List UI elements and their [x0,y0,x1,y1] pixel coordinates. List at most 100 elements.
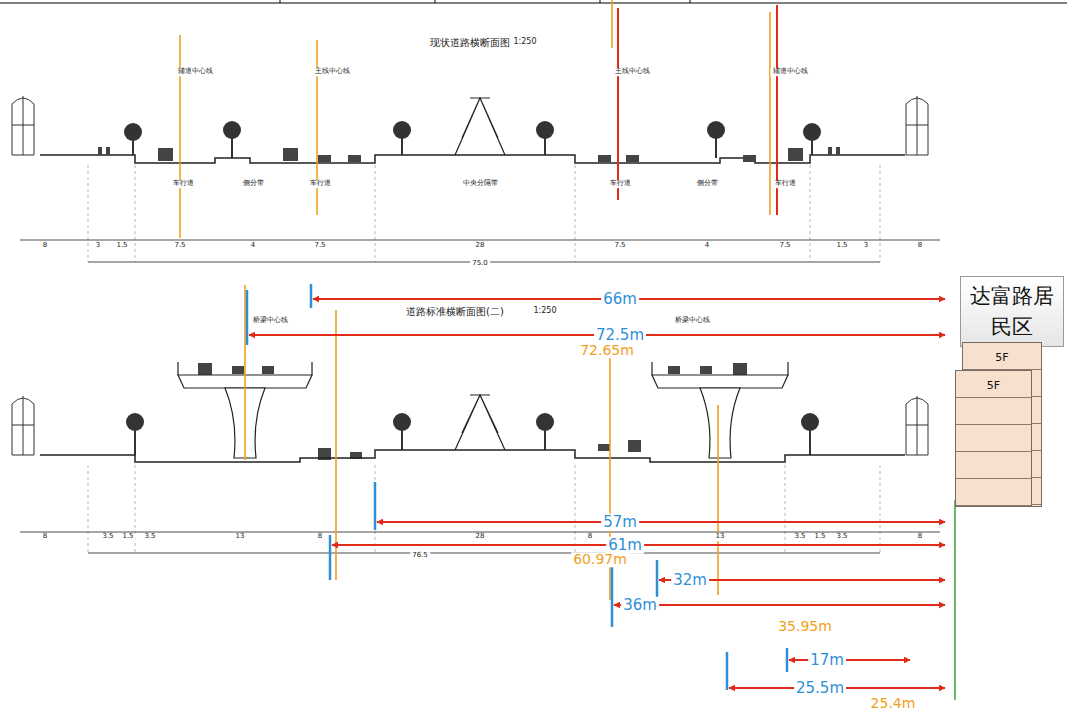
width-dimension: 7.5 [612,242,627,250]
distance-label: 25.4m [869,696,918,711]
width-dimension: 4 [703,242,711,250]
dimension-line [20,240,940,241]
distance-arrow [377,521,945,523]
floor-count: 5F [984,378,1003,394]
dimension-line [88,553,880,554]
lane-label: 车行道 [171,180,196,188]
bridge-deck [178,362,788,458]
tree [809,428,811,455]
lane-label: 车行道 [608,180,633,188]
width-dimension: 1.5 [812,533,827,541]
width-dimension: 1.5 [114,242,129,250]
width-dimension: 8 [586,533,594,541]
distance-label: 60.97m [571,552,629,567]
lane-label: 中央分隔带 [461,180,500,188]
width-dimension: 3.5 [100,533,115,541]
bridge-deck [652,375,788,388]
distance-label: 72.65m [578,343,636,358]
vehicle [626,155,639,162]
reference-line [717,405,719,595]
road-surface [40,450,905,462]
bridge-deck [700,388,740,458]
centerline-label: 主线中心线 [313,68,352,76]
width-dimension: 3 [862,242,870,250]
vehicle [598,444,610,451]
tree [401,136,403,155]
width-dimension: 3.5 [142,533,157,541]
boundary-line [375,165,376,262]
distance-label: 66m [601,291,639,308]
width-dimension: 7.5 [312,242,327,250]
distance-label: 17m [808,652,846,669]
frame-line [0,0,1067,3]
reference-line [769,12,771,215]
width-dimension: 3.5 [792,533,807,541]
boundary-line [880,165,881,262]
scale-note: 1:250 [511,38,538,47]
vehicle [262,366,274,374]
total-dimension: 76.5 [410,552,430,560]
vehicle [283,148,298,161]
section-title: 道路标准横断面图(二) [404,306,506,317]
vehicle [106,147,110,155]
vehicle [668,366,680,374]
vehicle [198,363,212,375]
width-dimension: 8 [41,242,49,250]
vehicle [743,155,756,162]
distance-tick [329,535,332,580]
scale-note: 1:250 [531,307,558,316]
vehicle [348,155,361,162]
lane-label: 车行道 [773,180,798,188]
reference-line [316,40,318,215]
tree [811,138,813,155]
vehicle [836,147,840,155]
distance-tick [726,652,729,690]
distance-label: 57m [601,514,639,531]
width-dimension: 3 [94,242,102,250]
frame-line [435,0,436,3]
lane-label: 侧分带 [695,180,720,188]
centerline-label: 主线中心线 [613,68,652,76]
boundary-line [785,465,786,553]
frame-line [0,3,1067,4]
boundary-line [375,465,376,553]
lane-label: 车行道 [308,180,333,188]
width-dimension: 1.5 [120,533,135,541]
vehicle [628,440,641,452]
vehicle [700,366,712,374]
boundary-line [135,165,136,262]
frame-line [690,0,691,3]
reference-line [244,285,246,460]
centerline-label: 桥梁中心线 [673,317,712,325]
vehicle [598,155,611,162]
section-title: 现状道路横断面图 [428,37,512,48]
distance-tick [247,284,787,690]
boundary-line [88,165,89,262]
tree [231,136,233,158]
tree [544,136,546,155]
distance-tick [310,284,313,308]
width-dimension: 8 [41,533,49,541]
width-dimension: 7.5 [172,242,187,250]
annotation-box: 达富路居民区 [960,276,1064,347]
area-name: 达富路居民区 [965,281,1059,342]
vehicle [98,147,102,155]
width-dimension: 3.5 [834,533,849,541]
reference-line [617,8,619,200]
street-lamp [906,425,928,426]
distance-label: 25.5m [794,680,846,697]
boundary-line [88,165,880,553]
street-lamp [12,96,928,455]
width-dimension: 1.5 [834,242,849,250]
street-lamp [12,425,34,426]
boundary-line [575,165,576,262]
street-lamp [12,125,34,126]
vehicle [318,155,331,162]
distance-arrow [789,659,910,661]
reference-line [179,35,181,238]
tree [401,428,403,450]
frame-line [280,0,281,3]
total-dimension: 75.0 [470,260,490,268]
distance-tick [374,482,377,530]
